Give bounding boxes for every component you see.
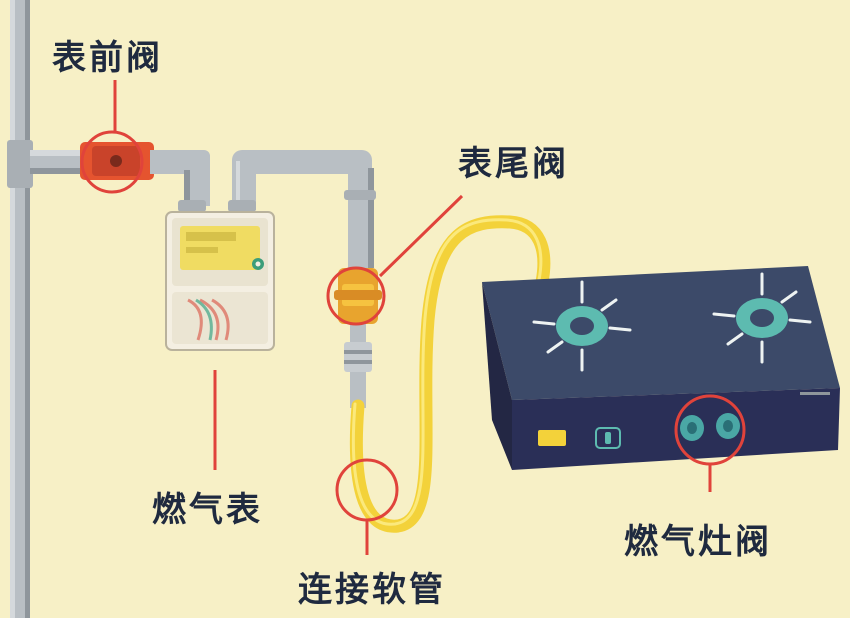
label-meter-front-valve: 表前阀 (52, 38, 163, 78)
label-meter-tail-valve: 表尾阀 (458, 144, 569, 184)
front-valve-circle (80, 130, 144, 194)
meter-tail-valve (334, 268, 382, 408)
tail-valve-circle (326, 266, 386, 326)
meter-inlet-pipe (150, 150, 210, 212)
tail-valve-leader (378, 194, 464, 278)
annotation-markers (80, 80, 746, 555)
label-stove-valve: 燃气灶阀 (624, 522, 772, 562)
gas-stove (482, 266, 840, 470)
gas-meter (165, 211, 275, 351)
label-gas-meter: 燃气表 (152, 490, 263, 530)
gas-burner-icon (532, 272, 812, 372)
stove-top (482, 266, 840, 400)
wall-pipe (7, 0, 33, 618)
label-connecting-hose: 连接软管 (298, 570, 446, 610)
meter-outlet-pipe (228, 150, 376, 270)
